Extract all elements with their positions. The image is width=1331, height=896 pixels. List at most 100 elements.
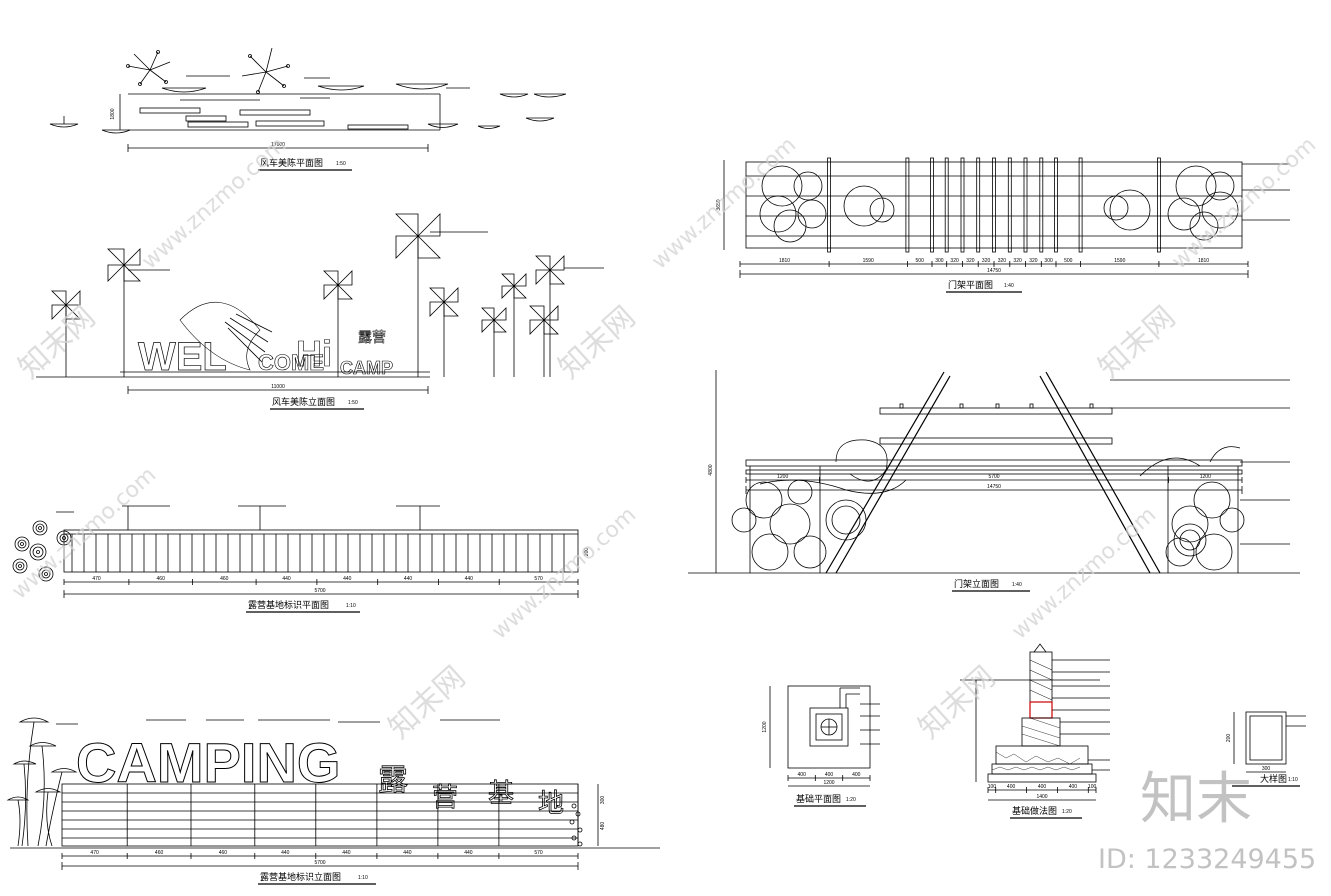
dim-label: 1810 (779, 258, 790, 264)
cross-beam (905, 157, 910, 253)
dim-label: 440 (464, 850, 473, 856)
dim-label: 300 (1262, 766, 1271, 772)
cross-beam (1054, 157, 1058, 253)
dim-label: 320 (982, 258, 991, 264)
cross-beam (827, 157, 831, 253)
cn-letter: 露 (378, 763, 408, 798)
dim-label: 440 (403, 850, 412, 856)
dim-label: 11000 (271, 384, 285, 390)
watermark-text: www.znzmo.com (1167, 132, 1321, 274)
dim-label: 1800 (110, 108, 116, 119)
dim-label: 400 (798, 772, 807, 778)
dim-label: 440 (281, 850, 290, 856)
dim-label: 5700 (314, 588, 325, 594)
dim-label: 200 (584, 548, 590, 557)
windmill-icon (481, 307, 507, 377)
watermark-text: 知末网 (912, 660, 1002, 746)
dim-label: 320 (950, 258, 959, 264)
dim-label: 440 (342, 850, 351, 856)
cn-letter: 基 (488, 779, 514, 809)
dim-label: 17000 (271, 142, 285, 148)
watermark-text: www.znzmo.com (647, 132, 801, 274)
dim-label: 460 (219, 850, 228, 856)
dim-label: 320 (1029, 258, 1038, 264)
dim-label: 440 (343, 576, 352, 582)
dim-label: 440 (465, 576, 474, 582)
view-title: 露营基地标识立面图 (260, 871, 341, 883)
dim-label: 400 (825, 772, 834, 778)
windmill-plan-view: 17000 1800 风车美陈平面图 1:50 (49, 47, 567, 171)
windmill-icon (395, 213, 441, 377)
watermark-text: 知末网 (12, 300, 102, 386)
gate-plan-beams (827, 157, 1161, 253)
view-title: 风车美陈平面图 (260, 157, 323, 169)
cross-beam (944, 157, 949, 253)
dim-label: 300 (1044, 258, 1053, 264)
cross-beam (1023, 157, 1028, 253)
dim-label: 300 (935, 258, 944, 264)
view-title: 露营基地标识平面图 (248, 599, 329, 611)
dim-label: 400 (1069, 784, 1078, 790)
dim-label: 300 (600, 796, 606, 805)
view-scale: 1:20 (846, 797, 856, 803)
elevation-letters: WEL (138, 335, 227, 379)
dim-label: 100 (988, 784, 997, 790)
dim-label: 570 (534, 850, 543, 856)
dim-label: 320 (966, 258, 975, 264)
foundation-plan-dimensions: 400 400 400 (787, 772, 871, 781)
dim-label: 1200 (777, 474, 788, 480)
windmill-icon (107, 248, 141, 377)
cross-beam (976, 157, 981, 253)
view-title: 大样图 (1260, 773, 1287, 785)
dim-label: 460 (220, 576, 229, 582)
id-watermark: ID: 1233249455 (1098, 844, 1316, 875)
view-scale: 1:20 (1062, 809, 1072, 815)
dim-label: 440 (282, 576, 291, 582)
cross-beam (1078, 157, 1083, 253)
dim-label: 400 (852, 772, 861, 778)
dim-label: 1810 (1198, 258, 1209, 264)
view-scale: 1:10 (346, 603, 356, 609)
dim-label: 14750 (987, 484, 1001, 490)
watermark-layer: 知末网 www.znzmo.com 知末网 www.znzmo.com 知末网 … (7, 132, 1321, 746)
windmill-icon (535, 255, 565, 377)
dim-label: 200 (1226, 734, 1232, 743)
dim-label: 4800 (708, 464, 714, 475)
watermark-text: www.znzmo.com (7, 462, 161, 604)
view-title: 门架立面图 (954, 578, 999, 590)
watermark-text: www.znzmo.com (487, 502, 641, 644)
cross-beam (1157, 157, 1161, 253)
dim-label: 460 (157, 576, 166, 582)
mushroom-elevation-icon (6, 717, 78, 847)
view-scale: 1:40 (1004, 283, 1014, 289)
dim-label: 1400 (1036, 794, 1047, 800)
dim-label: 14750 (987, 268, 1001, 274)
sign-plan-slats (71, 534, 565, 572)
dim-label: 480 (600, 822, 606, 831)
cross-beam (1007, 157, 1012, 253)
windmill-elevation-view: WEL COME Hi CAMP 露营 (36, 213, 604, 410)
cross-beam (930, 157, 934, 253)
cross-beam (960, 157, 965, 253)
cross-beam (992, 157, 996, 253)
view-title: 门架平面图 (948, 279, 993, 291)
camping-letters: CAMPING (76, 731, 340, 794)
view-scale: 1:50 (348, 400, 358, 406)
view-title: 风车美陈立面图 (272, 396, 335, 408)
windmill-icon (501, 273, 527, 377)
cross-beam (1039, 157, 1044, 253)
windmill-plan-star (241, 47, 290, 94)
view-scale: 1:40 (1012, 582, 1022, 588)
elevation-letters: Hi (296, 333, 332, 374)
dim-label: 570 (534, 576, 543, 582)
watermark-text: 知末网 (382, 660, 472, 746)
view-scale: 1:10 (1288, 777, 1298, 783)
dim-label: 1590 (863, 258, 874, 264)
